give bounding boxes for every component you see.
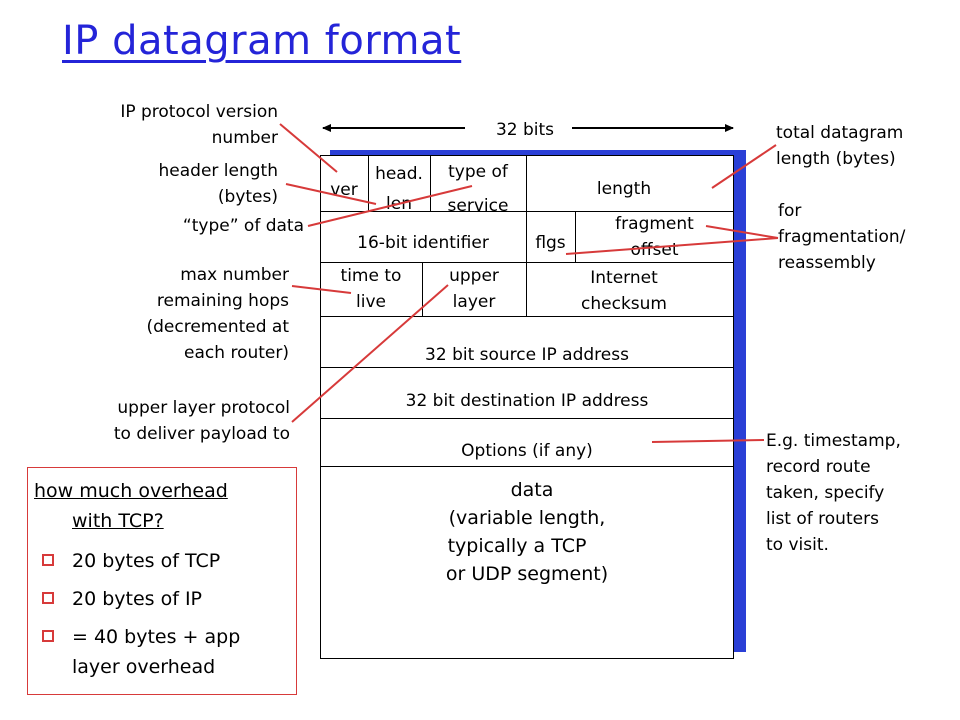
overhead-item-text: = 40 bytes + app (72, 626, 241, 648)
overhead-heading-line2: with TCP? (72, 510, 164, 532)
overhead-item: 20 bytes of TCP (34, 544, 296, 578)
pointer-ttl (291, 285, 352, 294)
width-label: 32 bits (495, 120, 555, 140)
col-divider (526, 211, 527, 262)
label-fragmentation: for fragmentation/ reassembly (778, 198, 905, 276)
label-frag-line3: reassembly (778, 253, 876, 273)
field-data-line3: typically a TCP (447, 535, 587, 557)
label-total-line1: total datagram (776, 123, 904, 143)
field-identifier: 16-bit identifier (357, 233, 489, 253)
field-flags: flgs (535, 233, 566, 253)
pointer-options (651, 439, 765, 443)
label-ttl-line2: remaining hops (156, 291, 289, 311)
label-total-length: total datagram length (bytes) (776, 120, 903, 172)
overhead-item: = 40 bytes + app (34, 620, 296, 654)
field-data-line1: data (510, 479, 554, 501)
field-frag-line1: fragment (615, 214, 694, 234)
label-ttl-line3: (decremented at (146, 317, 290, 337)
label-version-line2: number (211, 128, 278, 148)
pointer-flags (565, 237, 779, 255)
label-frag-line2: fragmentation/ (778, 227, 906, 247)
field-checksum-line1: Internet (590, 268, 658, 288)
col-divider (368, 155, 369, 211)
field-fragment-offset: fragment offset (575, 211, 734, 263)
col-divider (430, 155, 431, 211)
col-divider (575, 211, 576, 262)
label-hlen-line1: header length (158, 161, 278, 181)
row-divider (320, 262, 734, 263)
col-divider (526, 155, 527, 211)
field-tos-line1: type of (448, 162, 508, 182)
field-ttl-line2: live (356, 292, 386, 312)
bullet-icon (42, 630, 54, 642)
pointer-fragment-offset (705, 225, 779, 239)
label-max-hops: max number remaining hops (decremented a… (147, 262, 290, 366)
overhead-box: how much overhead with TCP? 20 bytes of … (27, 467, 297, 695)
field-hlen-line1: head. (375, 164, 423, 184)
label-options-example: E.g. timestamp, record route taken, spec… (766, 428, 901, 558)
label-ttl-line1: max number (180, 265, 289, 285)
field-tos-line2: service (447, 196, 509, 216)
label-opt-line2: record route (766, 457, 871, 477)
label-opt-line4: list of routers (766, 509, 879, 529)
overhead-item-text: 20 bytes of IP (72, 588, 203, 610)
label-upper-line2: to deliver payload to (113, 424, 290, 444)
page-title: IP datagram format (62, 18, 462, 64)
pointer-upper-layer (291, 284, 449, 423)
row-divider (320, 316, 734, 317)
label-hlen-line2: (bytes) (217, 187, 278, 207)
field-options: Options (if any) (461, 441, 593, 461)
field-frag-line2: offset (630, 240, 679, 260)
col-divider (526, 262, 527, 316)
row-divider (320, 418, 734, 419)
label-upper-layer: upper layer protocol to deliver payload … (114, 395, 290, 447)
field-upper-line1: upper (449, 266, 499, 286)
overhead-item: 20 bytes of IP (34, 582, 296, 616)
field-data: data (variable length, typically a TCP o… (320, 476, 734, 588)
label-header-length: header length (bytes) (159, 158, 278, 210)
field-ttl-line1: time to (340, 266, 402, 286)
pointer-header-length (285, 183, 377, 205)
bullet-icon (42, 592, 54, 604)
field-upper-line2: layer (452, 292, 496, 312)
row-divider (320, 367, 734, 368)
field-upper-layer: upper layer (422, 263, 526, 315)
field-data-line4: or UDP segment) (445, 563, 609, 585)
row-divider (320, 466, 734, 467)
label-total-line2: length (bytes) (776, 149, 896, 169)
pointer-version (279, 123, 338, 173)
label-type-of-data: “type” of data (182, 216, 304, 236)
field-source-address: 32 bit source IP address (425, 345, 629, 365)
field-checksum: Internet checksum (526, 265, 722, 317)
label-opt-line5: to visit. (766, 535, 829, 555)
col-divider (422, 262, 423, 316)
label-version: IP protocol version number (120, 99, 278, 151)
overhead-item-continued: layer overhead (34, 650, 296, 684)
label-ttl-line4: each router) (184, 343, 289, 363)
bullet-icon (42, 554, 54, 566)
label-frag-line1: for (778, 201, 802, 221)
pointer-total-length (711, 144, 777, 189)
datagram-box (320, 155, 734, 659)
row-divider (320, 211, 734, 212)
field-type-of-service: type of service (430, 159, 526, 219)
field-destination-address: 32 bit destination IP address (405, 391, 649, 411)
field-length: length (596, 179, 652, 199)
pointer-type-of-data (307, 185, 473, 227)
field-data-line2: (variable length, (448, 507, 606, 529)
label-opt-line1: E.g. timestamp, (766, 431, 901, 451)
field-checksum-line2: checksum (581, 294, 667, 314)
overhead-item-text: layer overhead (72, 656, 216, 678)
label-opt-line3: taken, specify (766, 483, 885, 503)
overhead-item-text: 20 bytes of TCP (72, 550, 221, 572)
label-upper-line1: upper layer protocol (117, 398, 290, 418)
label-version-line1: IP protocol version (120, 102, 278, 122)
field-time-to-live: time to live (320, 263, 422, 315)
overhead-heading-line1: how much overhead (34, 480, 228, 502)
